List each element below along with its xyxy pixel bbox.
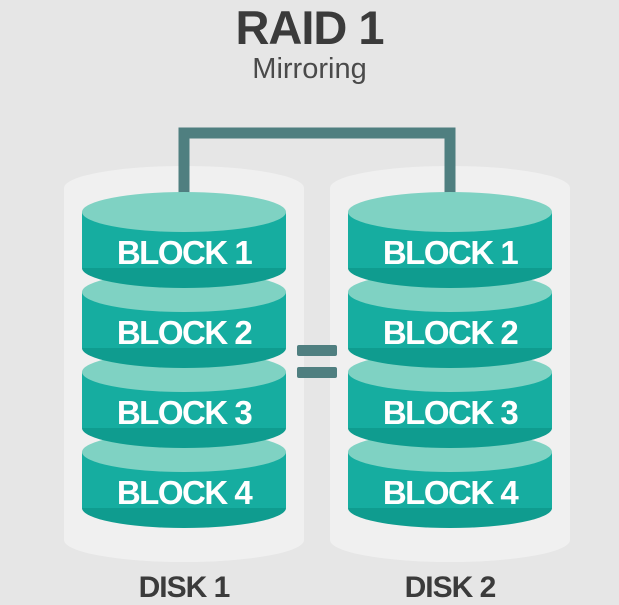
disk-label-2: DISK 2 [405,571,496,604]
block-label: BLOCK 1 [117,234,252,271]
disk-2-block-3: BLOCK 3 [348,352,552,448]
disk-2-block-2: BLOCK 2 [348,272,552,368]
block-label: BLOCK 4 [383,474,519,511]
block-label: BLOCK 2 [383,314,518,351]
block-label: BLOCK 2 [117,314,252,351]
block-label: BLOCK 3 [383,394,518,431]
diagram-title: RAID 1 [235,1,384,54]
disk-1-block-2: BLOCK 2 [82,272,286,368]
mirror-connector [178,127,456,205]
block-label: BLOCK 3 [117,394,252,431]
diagram-subtitle: Mirroring [252,53,367,85]
disk-2-block-1: BLOCK 1 [348,192,552,288]
blocks-layer: BLOCK 4 BLOCK 3 BLOCK 2 BLOCK 1 BLOCK 4 BLOCK… [82,192,552,528]
block-label: BLOCK 1 [383,234,518,271]
block-label: BLOCK 4 [117,474,253,511]
disk-1-block-1: BLOCK 1 [82,192,286,288]
equals-sign [297,345,337,378]
disk-label-1: DISK 1 [139,571,230,604]
disk-1-block-3: BLOCK 3 [82,352,286,448]
